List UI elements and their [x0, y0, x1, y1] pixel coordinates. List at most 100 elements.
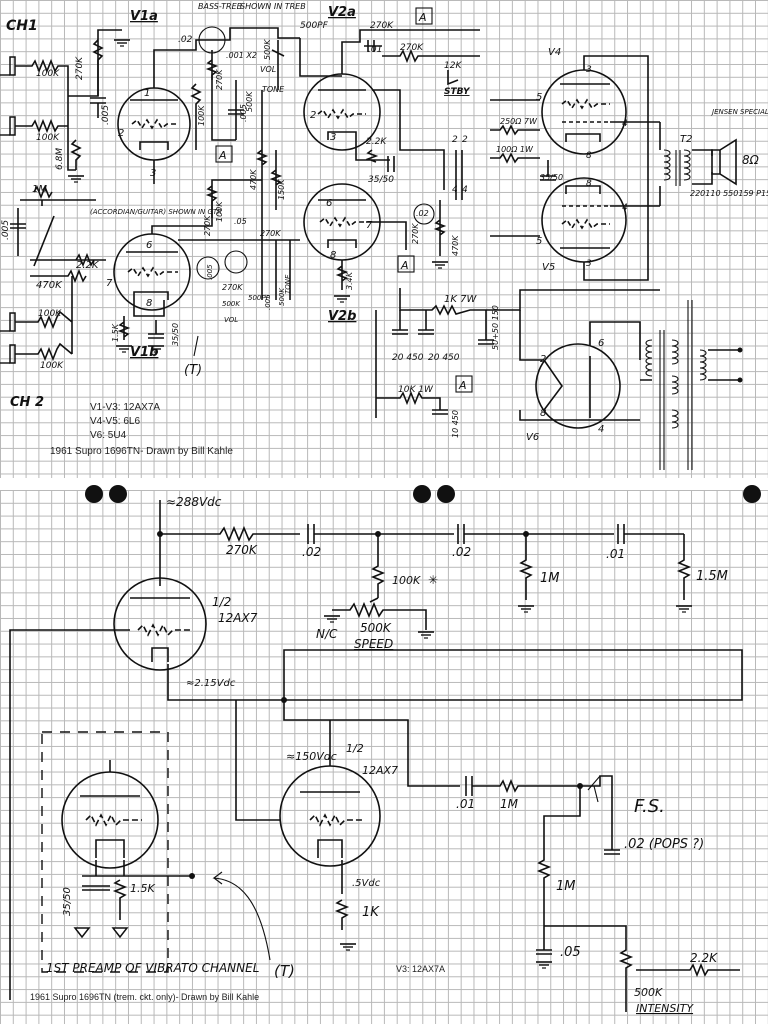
binder-hole — [109, 485, 127, 503]
label-speaker-codes: 220110 550159 P15PC6391 +2 — [690, 189, 768, 198]
binder-hole — [743, 485, 761, 503]
val-c005-3: .005 — [1, 220, 11, 240]
svg-text:5: 5 — [536, 236, 542, 247]
svg-text:7: 7 — [366, 220, 373, 231]
ch1-6.8m — [70, 139, 82, 170]
val-r100k-e: 100K — [40, 361, 64, 371]
ch1-input-resistor-1 — [28, 58, 69, 126]
val-r68m: 6.8M — [55, 148, 65, 170]
pointer-arrow — [212, 871, 271, 961]
val-b-c01-a: .01 — [606, 547, 625, 561]
label-fs: F.S. — [634, 796, 665, 817]
val-c3550-3: 35/50 — [171, 323, 180, 346]
val-b-r270k: 270K — [226, 543, 258, 557]
svg-text:6: 6 — [326, 198, 332, 209]
t-marker-bottom: (T) — [274, 962, 295, 980]
label-accordian: (ACCORDIAN/GUITAR) SHOWN IN GTR — [90, 208, 222, 216]
svg-text:8: 8 — [586, 151, 592, 161]
val-b-c02-pops: .02 (POPS ?) — [624, 837, 704, 852]
tube-bottom-mid — [279, 765, 381, 867]
val-r470k-3: 470K — [451, 235, 460, 256]
val-r22k-1: 2.2K — [366, 137, 387, 147]
svg-text:4: 4 — [622, 203, 628, 213]
val-b-c05: .05 — [560, 945, 581, 960]
svg-text:8: 8 — [586, 179, 592, 189]
val-c005-2: .005 — [239, 104, 248, 122]
pin-2b: 2 — [462, 135, 468, 145]
val-c10-450: 10 450 — [451, 410, 460, 438]
val-b-r1k: 1K — [362, 905, 380, 920]
val-r270k-3: 270K — [203, 215, 212, 236]
val-r500k-4: 500K — [278, 287, 286, 306]
val-c3550-1: 35/50 — [368, 175, 394, 185]
tube-v5 — [541, 177, 627, 263]
ch1-270k — [92, 39, 104, 80]
schematic-sheet-top — [0, 0, 768, 478]
preamp-box — [41, 731, 169, 973]
pot-intensity — [544, 925, 740, 1012]
val-b-r1m-a: 1M — [540, 571, 560, 586]
svg-text:2: 2 — [310, 110, 316, 121]
val-r270k-top: 270K — [370, 21, 394, 31]
label-b-half-mid: 1/2 — [346, 742, 364, 755]
val-r10k-1w: 10K 1W — [398, 385, 434, 395]
val-r1k-7w: 1K 7W — [444, 294, 477, 305]
sheet-divider — [0, 478, 768, 490]
svg-text:3: 3 — [330, 132, 336, 143]
binder-hole — [85, 485, 103, 503]
label-speaker-ohms: 8Ω — [742, 153, 760, 167]
bottom-plate-bus — [160, 524, 684, 544]
val-r270k-1: 270K — [75, 56, 85, 80]
val-c50-150: 50+50 150 — [491, 305, 500, 350]
label-b-v3: V3: 12AX7A — [396, 964, 445, 974]
label-b-tube-mid: 12AX7 — [362, 764, 398, 777]
val-c20-450-2: 20 450 — [428, 353, 460, 363]
val-c02-1: .02 — [178, 35, 193, 45]
val-r270k-4: 270K — [222, 283, 243, 292]
schematic-sheet-bottom — [0, 490, 768, 1024]
ch1-input-resistor-2 — [28, 118, 68, 134]
val-c3550-2: 35/50 — [540, 173, 563, 182]
svg-text:5: 5 — [536, 92, 542, 103]
val-b-c02-b: .02 — [452, 545, 471, 559]
val-r470k-2: 470K — [36, 280, 63, 291]
val-b-pot-int: 500K — [634, 986, 663, 999]
label-v2a: V2a — [328, 5, 356, 20]
pin-4b: 4 — [462, 185, 468, 195]
label-preamp: 1ST PREAMP OF VIBRATO CHANNEL — [46, 961, 259, 975]
pin-4a: 4 — [452, 185, 458, 195]
val-c20-450-1: 20 450 — [392, 353, 424, 363]
label-stby: STBY — [444, 87, 471, 97]
svg-text:3: 3 — [586, 65, 592, 75]
svg-text:1: 1 — [144, 88, 150, 99]
tube-preamp — [61, 771, 159, 869]
val-r270k-5: 270K — [411, 223, 420, 244]
val-r1m: 1M — [32, 184, 47, 195]
svg-text:A: A — [418, 11, 427, 24]
power-transformer — [645, 300, 707, 470]
val-r100k-a: 100K — [36, 69, 60, 79]
label-v6: V6 — [526, 432, 539, 443]
val-r100k-b: 100K — [36, 133, 60, 143]
val-r270k-2: 270K — [215, 69, 224, 90]
node-a-3: A — [397, 255, 415, 273]
v1a-plate-line — [153, 27, 300, 88]
val-r270k-v1b: 270K — [260, 229, 281, 238]
val-r34k: 3.4K — [345, 271, 354, 290]
ch1-jack-2 — [0, 116, 29, 136]
pin-2a: 2 — [452, 135, 458, 145]
ch2-jack-2 — [0, 344, 29, 364]
bottom-schematic: ≈288Vdc 270K .02 .02 .01 100K ✳ 500K SPE… — [9, 485, 761, 1015]
v1a-270k-2 — [205, 59, 219, 80]
pot-speed — [332, 597, 427, 630]
label-b-half-top: 1/2 — [212, 595, 231, 609]
tube-v4 — [541, 69, 627, 155]
val-c005-1: .005 — [101, 105, 111, 125]
caption-bottom: 1961 Supro 1696TN (trem. ckt. only)- Dra… — [30, 992, 259, 1002]
label-b288: ≈288Vdc — [166, 495, 222, 509]
svg-text:8: 8 — [540, 408, 546, 419]
label-b-tube-top: 12AX7 — [218, 611, 258, 625]
val-r12k: 12K — [444, 61, 462, 71]
star-mark: ✳ — [428, 573, 438, 587]
